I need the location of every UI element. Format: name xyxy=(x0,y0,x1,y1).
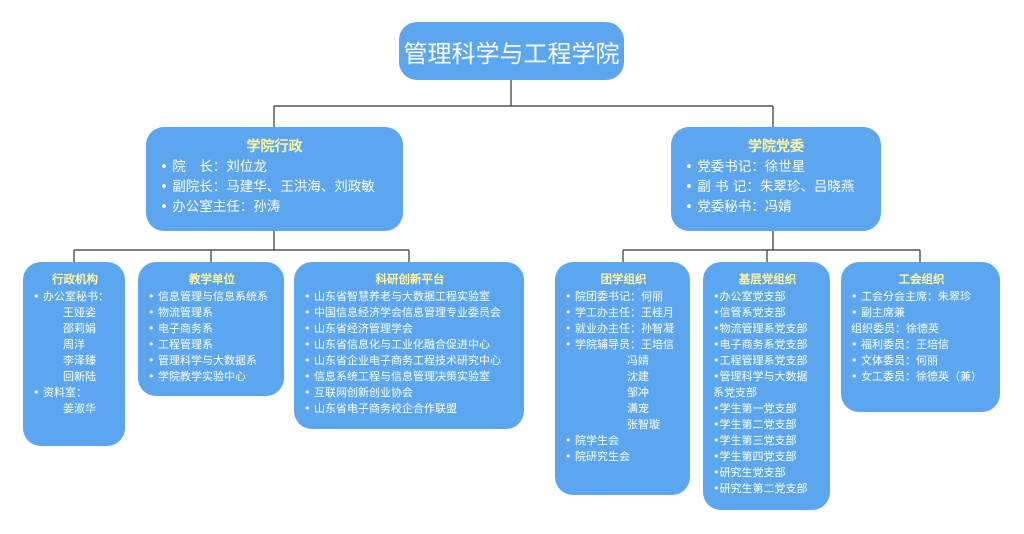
youth-line: 沈建 xyxy=(627,370,649,383)
research-title: 科研创新平台 xyxy=(375,272,445,286)
teaching-line: • 物流管理系 xyxy=(148,306,213,319)
party-line: • 副 书 记：朱翠珍、吕晓燕 xyxy=(685,179,855,195)
union-title: 工会组织 xyxy=(898,272,945,286)
base-party-line: 系党支部 xyxy=(713,386,757,399)
research-line: • 信息系统工程与信息管理决策实验室 xyxy=(304,370,490,383)
youth-line: • 学工办主任：王桂月 xyxy=(565,306,674,319)
admin-org-node: 行政机构 • 办公室秘书： 王娅姿 邵莉娟 周洋 李泽臻 回新陆 • 资料室： … xyxy=(23,262,125,446)
research-node: 科研创新平台 • 山东省智慧养老与大数据工程实验室 • 中国信息经济学会信息管理… xyxy=(294,262,524,429)
base-party-line: •学生第三党支部 xyxy=(713,434,797,447)
base-party-node: 基层党组织 •办公室党支部 •信管系党支部 •物流管理系党支部 •电子商务系党支… xyxy=(703,262,830,510)
party-line: • 党委书记：徐世星 xyxy=(685,159,806,175)
teaching-line: • 电子商务系 xyxy=(148,322,213,335)
base-party-line: •学生第二党支部 xyxy=(713,418,797,431)
base-party-line: •办公室党支部 xyxy=(713,290,786,303)
base-party-title: 基层党组织 xyxy=(738,272,797,286)
union-line: • 福利委员：王培信 xyxy=(851,338,949,351)
teaching-line: • 信息管理与信息系统系 xyxy=(148,290,268,303)
base-party-line: •研究生党支部 xyxy=(713,466,786,479)
teaching-node: 教学单位 • 信息管理与信息系统系 • 物流管理系 • 电子商务系 • 工程管理… xyxy=(138,262,284,396)
youth-line: 满宠 xyxy=(627,402,649,415)
research-line: • 中国信息经济学会信息管理专业委员会 xyxy=(304,306,501,319)
base-party-line: •电子商务系党支部 xyxy=(713,338,808,351)
youth-line: • 院研究生会 xyxy=(565,450,630,463)
admin-line: • 副院长：马建华、王洪海、刘政敏 xyxy=(160,179,375,195)
youth-line: • 学院辅导员：王培信 xyxy=(565,338,674,351)
union-line: • 女工委员：徐德英（兼） xyxy=(851,370,982,383)
admin-org-title: 行政机构 xyxy=(52,272,98,286)
teaching-line: • 工程管理系 xyxy=(148,338,213,351)
base-party-line: •研究生第二党支部 xyxy=(713,482,808,495)
teaching-line: • 学院教学实验中心 xyxy=(148,370,246,383)
youth-line: 冯婧 xyxy=(627,354,649,367)
research-line: • 互联网创新创业协会 xyxy=(304,386,413,399)
union-line: 组织委员：徐德英 xyxy=(851,322,939,335)
admin-line: • 办公室主任：孙涛 xyxy=(160,199,281,215)
teaching-line: • 管理科学与大数据系 xyxy=(148,354,257,367)
party-node: 学院党委 • 党委书记：徐世星 • 副 书 记：朱翠珍、吕晓燕 • 党委秘书：冯… xyxy=(671,127,881,231)
admin-org-line: 王娅姿 xyxy=(63,306,96,319)
admin-org-line: 邵莉娟 xyxy=(63,322,96,335)
admin-org-line: • 资料室： xyxy=(33,386,87,399)
youth-line: • 院学生会 xyxy=(565,434,619,447)
youth-title: 团学组织 xyxy=(600,272,647,286)
research-line: • 山东省信息化与工业化融合促进中心 xyxy=(304,338,490,351)
base-party-line: •学生第四党支部 xyxy=(713,450,797,463)
research-line: • 山东省经济管理学会 xyxy=(304,322,413,335)
root-node: 管理科学与工程学院 xyxy=(399,22,624,80)
admin-org-line: 李泽臻 xyxy=(63,354,96,367)
party-title: 学院党委 xyxy=(748,139,804,155)
root-title: 管理科学与工程学院 xyxy=(403,39,620,68)
union-line: • 副主席兼 xyxy=(851,306,905,319)
youth-line: • 院团委书记：何丽 xyxy=(565,290,663,303)
youth-line: 张智璇 xyxy=(627,418,660,431)
base-party-line: •信管系党支部 xyxy=(713,306,786,319)
youth-line: 邹冲 xyxy=(627,386,649,399)
admin-org-line: 周洋 xyxy=(63,338,85,351)
youth-org-node: 团学组织 • 院团委书记：何丽 • 学工办主任：王桂月 • 就业办主任：孙智凝 … xyxy=(555,262,690,495)
admin-line: • 院 长：刘位龙 xyxy=(160,159,267,175)
admin-title: 学院行政 xyxy=(246,139,303,155)
research-line: • 山东省智慧养老与大数据工程实验室 xyxy=(304,290,490,303)
research-line: • 山东省企业电子商务工程技术研究中心 xyxy=(304,354,501,367)
party-line: • 党委秘书：冯婧 xyxy=(685,199,792,215)
admin-node: 学院行政 • 院 长：刘位龙 • 副院长：马建华、王洪海、刘政敏 • 办公室主任… xyxy=(146,127,403,231)
union-node: 工会组织 • 工会分会主席：朱翠珍 • 副主席兼 组织委员：徐德英 • 福利委员… xyxy=(841,262,1000,412)
base-party-line: •管理科学与大数据 xyxy=(713,370,808,383)
admin-org-line: • 办公室秘书： xyxy=(33,290,109,303)
youth-line: • 就业办主任：孙智凝 xyxy=(565,322,674,335)
union-line: • 文体委员：何丽 xyxy=(851,354,938,367)
teaching-title: 教学单位 xyxy=(189,272,235,286)
base-party-line: •学生第一党支部 xyxy=(713,402,797,415)
base-party-line: •工程管理系党支部 xyxy=(713,354,808,367)
research-line: • 山东省电子商务校企合作联盟 xyxy=(304,402,457,415)
union-line: • 工会分会主席：朱翠珍 xyxy=(851,290,971,303)
base-party-line: •物流管理系党支部 xyxy=(713,322,808,335)
admin-org-line: 回新陆 xyxy=(63,370,96,383)
admin-org-line: 姜淑华 xyxy=(63,402,96,415)
